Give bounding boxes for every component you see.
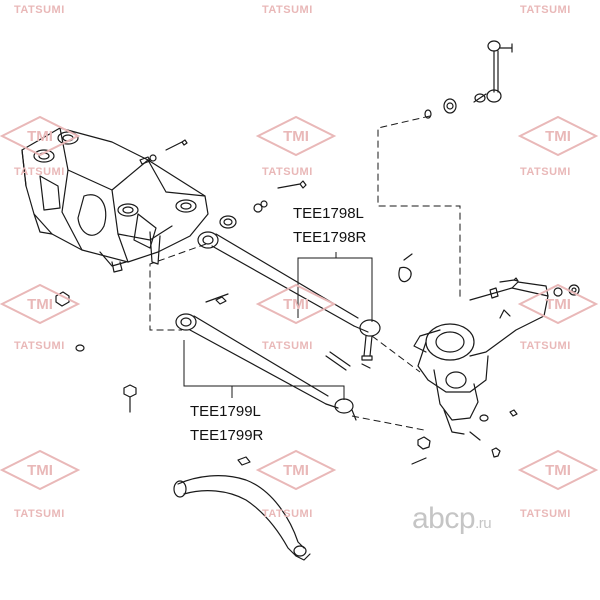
watermark-logo-text: TMI bbox=[545, 296, 571, 313]
watermark-logo-text: TMI bbox=[283, 296, 309, 313]
watermark-logo-text: TMI bbox=[27, 296, 53, 313]
watermark-logo-text: TMI bbox=[283, 128, 309, 145]
watermark-tmi-logo: TMI bbox=[516, 448, 600, 492]
watermark-logo-text: TMI bbox=[27, 462, 53, 479]
site-watermark-name: abcp bbox=[412, 502, 476, 535]
site-watermark-tld: .ru bbox=[475, 515, 492, 532]
watermark-logo-text: TMI bbox=[27, 128, 53, 145]
watermark-brand-text: TATSUMI bbox=[14, 508, 65, 520]
watermark-tmi-logo: TMI bbox=[254, 448, 338, 492]
watermark-brand-text: TATSUMI bbox=[262, 340, 313, 352]
watermark-brand-text: TATSUMI bbox=[520, 4, 571, 16]
watermark-tmi-logo: TMI bbox=[516, 282, 600, 326]
watermark-brand-text: TATSUMI bbox=[262, 508, 313, 520]
leader-lines bbox=[149, 115, 461, 431]
watermark-tmi-logo: TMI bbox=[254, 114, 338, 158]
subframe-bolts bbox=[55, 139, 307, 466]
watermark-logo-text: TMI bbox=[545, 128, 571, 145]
watermark-brand-text: TATSUMI bbox=[14, 340, 65, 352]
watermark-tmi-logo: TMI bbox=[0, 114, 82, 158]
label-upper-arm-right: TEE1798R bbox=[293, 229, 367, 246]
watermark-brand-text: TATSUMI bbox=[14, 4, 65, 16]
watermark-brand-text: TATSUMI bbox=[262, 4, 313, 16]
watermark-brand-text: TATSUMI bbox=[14, 166, 65, 178]
label-lower-arm-right: TEE1799R bbox=[190, 427, 264, 444]
watermark-logo-text: TMI bbox=[283, 462, 309, 479]
watermark-tmi-logo: TMI bbox=[0, 282, 82, 326]
watermark-brand-text: TATSUMI bbox=[262, 166, 313, 178]
watermark-tmi-logo: TMI bbox=[254, 282, 338, 326]
site-watermark: abcp.ru bbox=[412, 502, 492, 536]
stabilizer-link bbox=[424, 40, 513, 119]
watermark-brand-text: TATSUMI bbox=[520, 508, 571, 520]
watermark-tmi-logo: TMI bbox=[516, 114, 600, 158]
label-lower-arm-left: TEE1799L bbox=[190, 403, 261, 420]
lower-control-arm bbox=[173, 475, 311, 561]
label-upper-arm-left: TEE1798L bbox=[293, 205, 364, 222]
watermark-logo-text: TMI bbox=[545, 462, 571, 479]
watermark-brand-text: TATSUMI bbox=[520, 166, 571, 178]
label-brackets bbox=[183, 252, 373, 400]
watermark-tmi-logo: TMI bbox=[0, 448, 82, 492]
watermark-brand-text: TATSUMI bbox=[520, 340, 571, 352]
